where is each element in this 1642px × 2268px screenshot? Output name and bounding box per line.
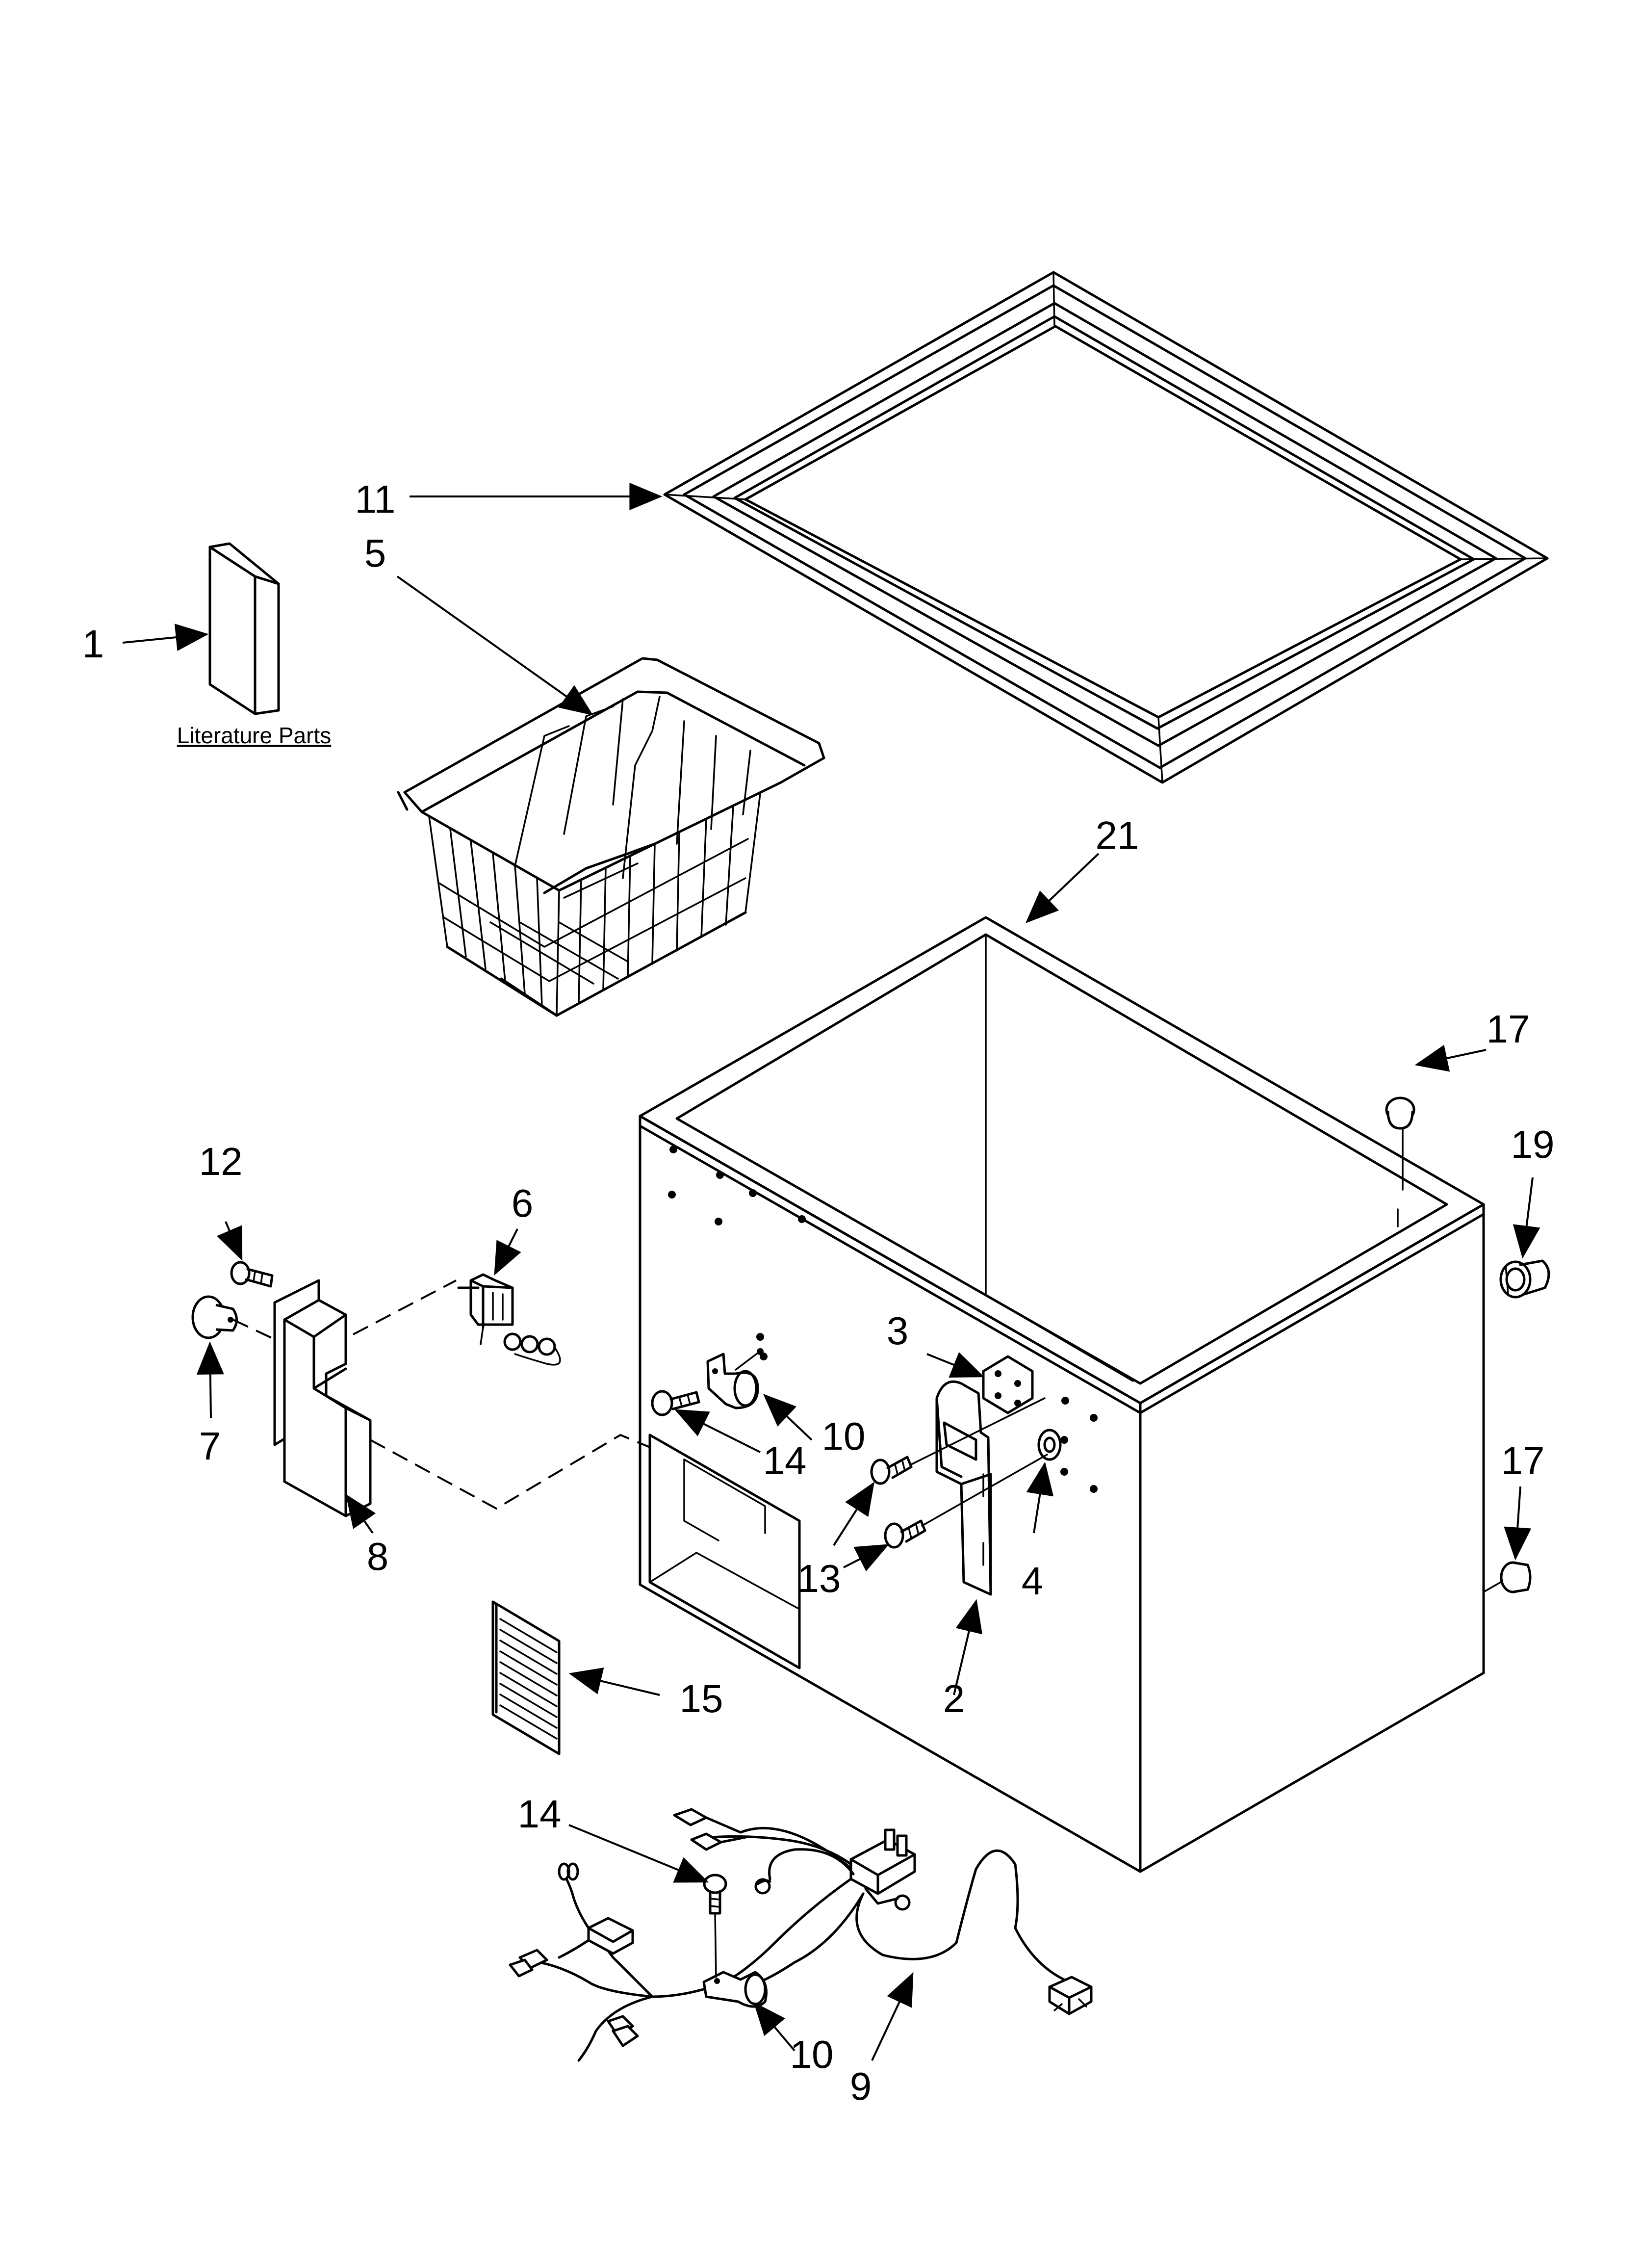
callout-12: 12: [199, 1140, 243, 1183]
callout-13: 13: [797, 1557, 841, 1600]
callout-9: 9: [850, 2064, 872, 2108]
callout-21: 21: [1096, 813, 1139, 857]
hinge-assembly: [870, 1355, 1062, 1596]
callout-14-lower: 14: [518, 1792, 562, 1836]
callout-1: 1: [82, 622, 104, 666]
wire-basket: [397, 657, 825, 1017]
callout-4: 4: [1022, 1559, 1044, 1603]
callout-10-lower: 10: [790, 2033, 834, 2076]
callout-5: 5: [364, 531, 386, 575]
callout-17-lower: 17: [1501, 1439, 1545, 1483]
plug-upper: [1385, 1096, 1415, 1130]
callout-8: 8: [367, 1535, 389, 1578]
drain-plug: [1499, 1259, 1550, 1299]
wiring-harness: [509, 1808, 1093, 2062]
thermostat-dash-line: [353, 1279, 457, 1335]
screw-upper: [651, 1390, 700, 1416]
hinge-screw-lower: [884, 1519, 926, 1549]
literature-booklet: [208, 542, 280, 715]
callout-17-upper: 17: [1487, 1007, 1530, 1051]
callout-11: 11: [355, 477, 395, 521]
knob: [191, 1295, 238, 1339]
knob-dash-line: [232, 1319, 275, 1340]
callout-6: 6: [512, 1181, 534, 1225]
lid-gasket-frame: [663, 271, 1549, 784]
callout-14-upper: 14: [763, 1439, 807, 1483]
screw-12: [230, 1261, 274, 1288]
literature-parts-label: Literature Parts: [177, 723, 331, 748]
plug-lower: [1483, 1561, 1532, 1593]
grille: [491, 1600, 561, 1755]
cord-clamp-upper: [706, 1348, 764, 1409]
callout-15: 15: [680, 1677, 723, 1721]
callout-3: 3: [887, 1309, 909, 1353]
thermostat: [457, 1273, 561, 1366]
callout-7: 7: [199, 1424, 221, 1468]
freezer-cabinet: [639, 916, 1485, 1873]
callout-19: 19: [1511, 1122, 1555, 1166]
callout-2: 2: [943, 1677, 965, 1721]
callout-numbers: 1 2 3 4 5 6 7 8 9 10 10 11 12 13 14 14 1…: [82, 477, 1555, 2108]
leader-lines: [122, 483, 1540, 2061]
housing-dash-line: [370, 1434, 650, 1510]
callout-10-upper: 10: [822, 1414, 866, 1458]
control-housing: [273, 1279, 372, 1517]
hinge-screw-upper: [870, 1456, 913, 1485]
screw-lower: [703, 1874, 727, 1915]
